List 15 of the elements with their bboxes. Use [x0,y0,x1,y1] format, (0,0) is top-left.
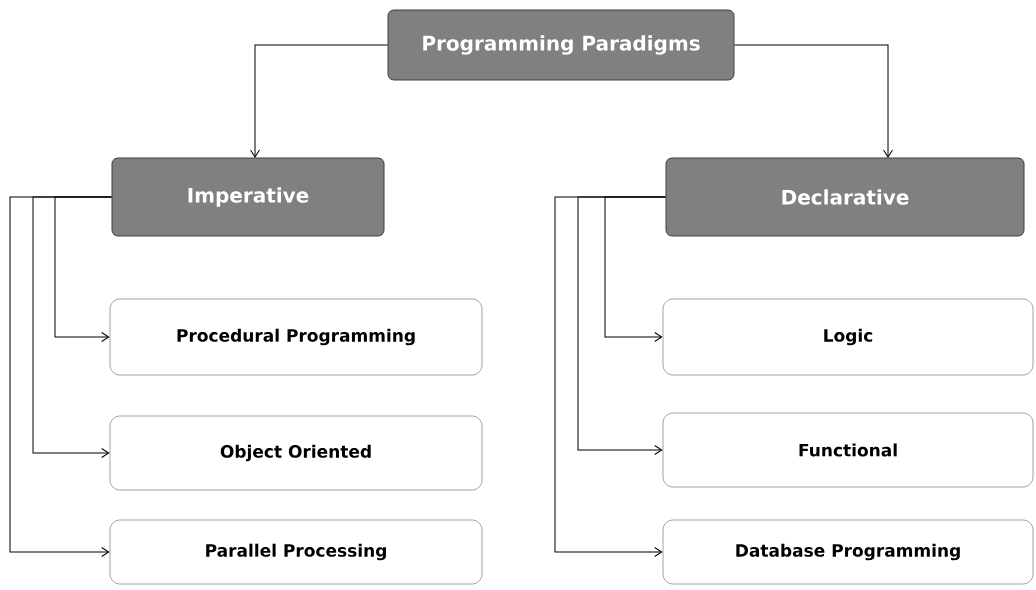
category-box: Imperative [111,157,385,237]
paradigm-box: Object Oriented [109,415,483,491]
arrow [734,44,893,158]
paradigm-box: Parallel Processing [109,519,483,585]
arrow [32,196,112,458]
arrow [54,196,112,342]
arrow [250,44,388,158]
paradigm-box: Functional [662,412,1034,488]
paradigm-box: Logic [662,298,1034,376]
category-box: Declarative [665,157,1025,237]
arrow [9,196,112,557]
paradigm-box: Procedural Programming [109,298,483,376]
paradigm-box: Database Programming [662,519,1034,585]
root-box: Programming Paradigms [387,9,735,81]
arrow [554,196,666,557]
